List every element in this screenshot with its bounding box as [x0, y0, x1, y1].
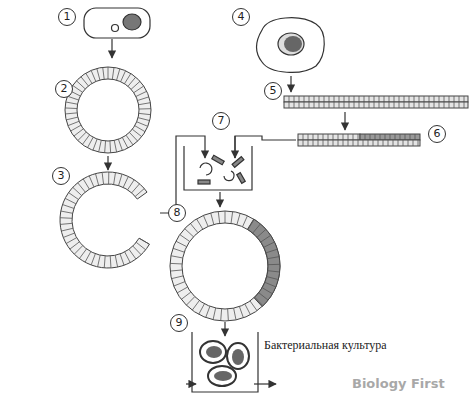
- dna-ring: [170, 211, 280, 321]
- callout-number: 7: [212, 112, 230, 130]
- nucleoid: [123, 14, 141, 30]
- watermark: Biology First: [352, 376, 445, 391]
- caption-text: Бактериальная культура: [264, 338, 387, 353]
- dna-fragment: [298, 134, 360, 140]
- callout-number: 2: [55, 80, 73, 98]
- nucleus: [278, 33, 304, 55]
- dna-ring: [65, 67, 151, 153]
- callout-number: 9: [170, 314, 188, 332]
- eukaryotic-cell: [257, 18, 325, 73]
- dna-fragment: [284, 102, 468, 108]
- beaker: [192, 332, 258, 392]
- dna-ring: [60, 172, 149, 268]
- callout-number: 6: [428, 125, 446, 143]
- callout-number: 4: [232, 8, 250, 26]
- bacterial-cell: [84, 8, 150, 38]
- callout-number: 3: [52, 167, 70, 185]
- beaker: [184, 146, 252, 190]
- callout-number: 5: [264, 82, 282, 100]
- plasmid: [112, 25, 119, 32]
- dna-fragment: [284, 96, 468, 102]
- dna-fragment: [360, 134, 420, 140]
- callout-number: 8: [168, 204, 186, 222]
- callout-number: 1: [58, 8, 76, 26]
- dna-fragment: [298, 140, 420, 146]
